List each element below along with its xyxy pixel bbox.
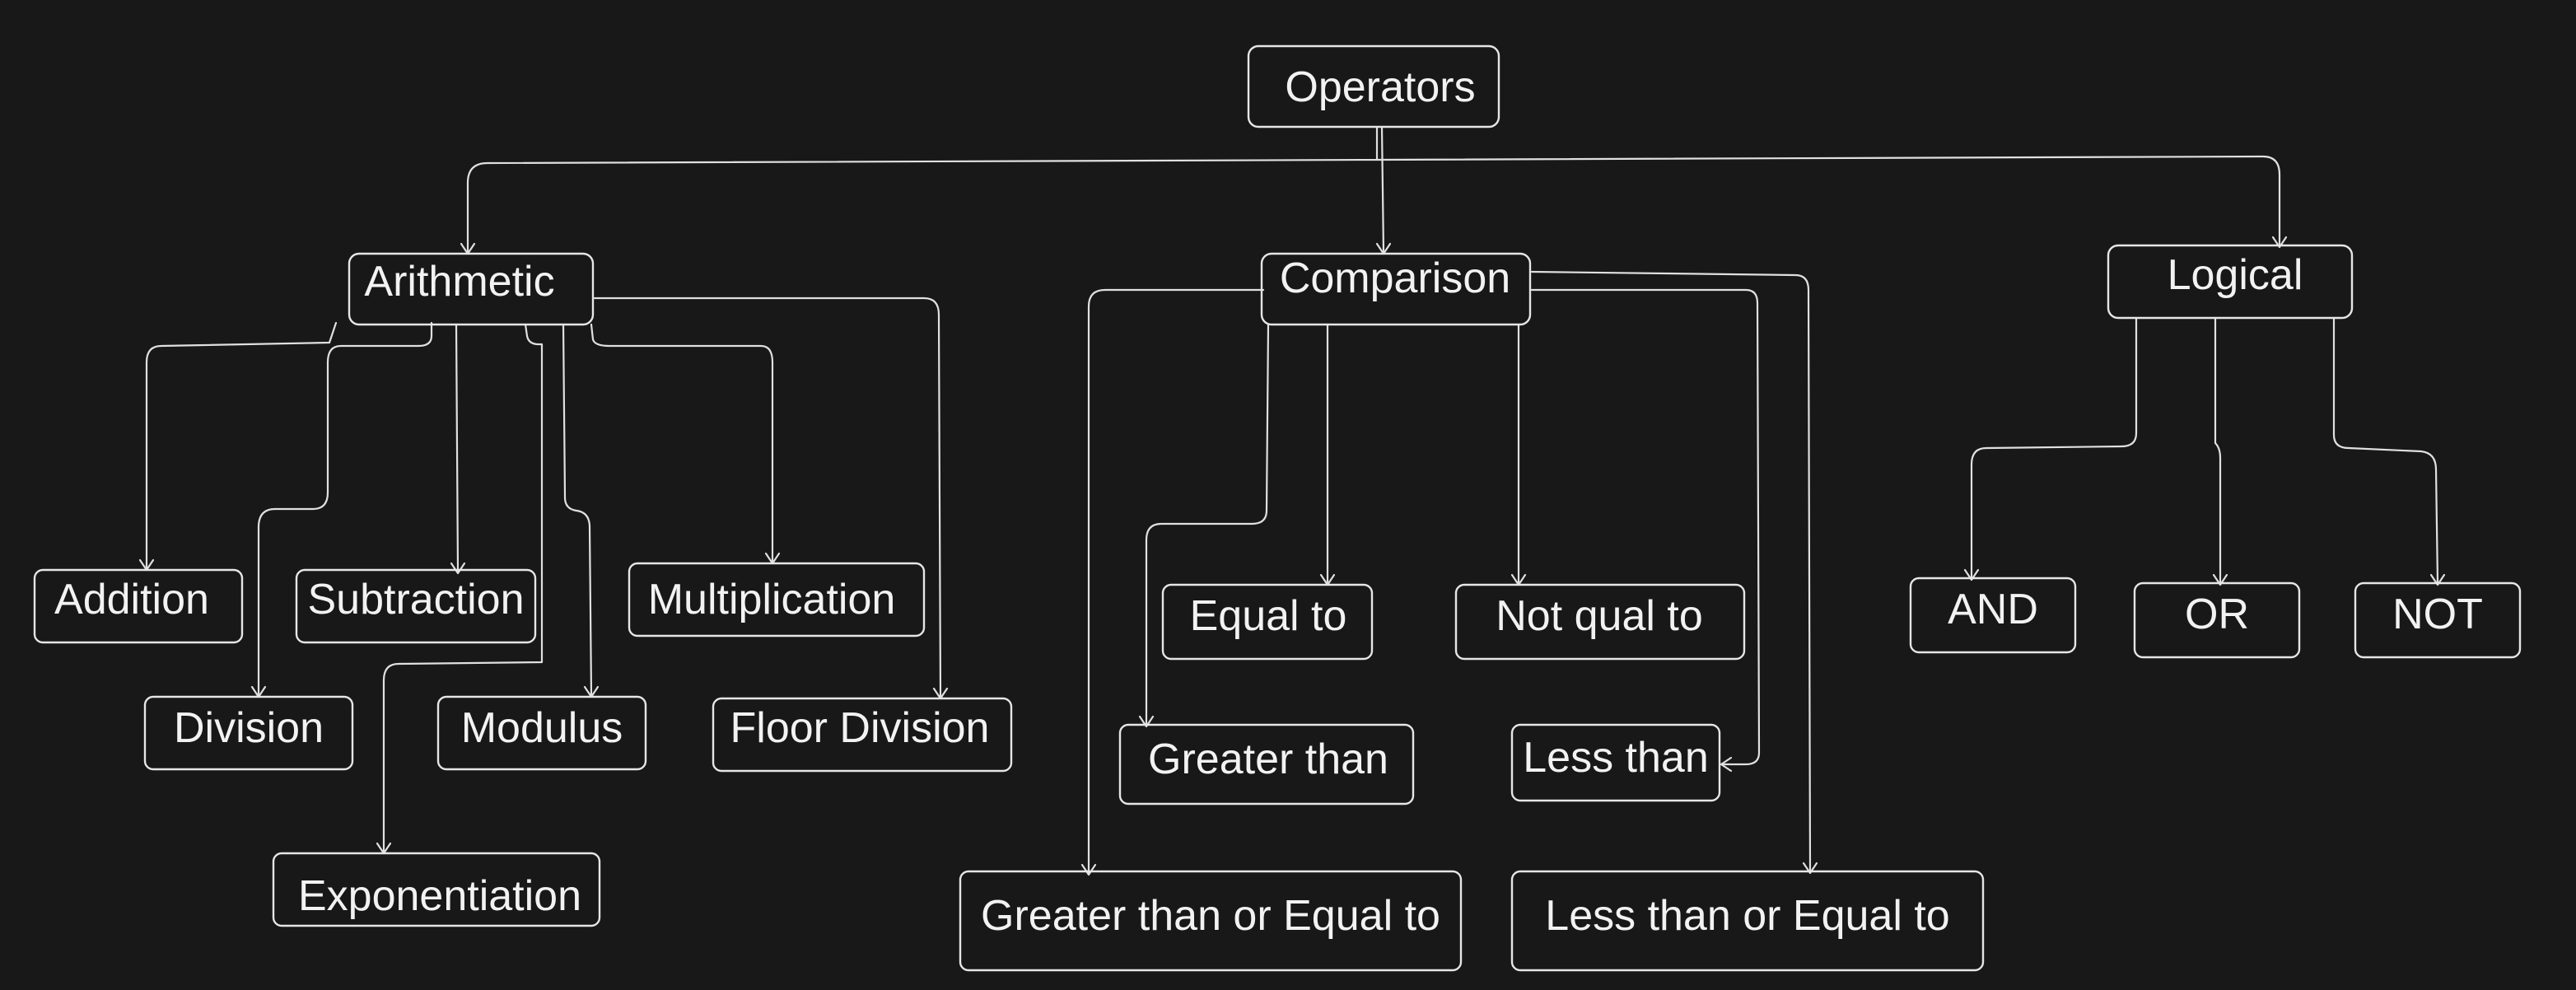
node-arithmetic: Arithmetic: [348, 252, 595, 326]
arrowhead-greater-than: [1138, 715, 1155, 728]
arrowhead-subtraction: [450, 562, 466, 575]
connector-operators-logical: [1375, 155, 2281, 247]
node-addition: Addition: [33, 568, 244, 644]
node-operators-label: Operators: [1285, 63, 1475, 111]
connector-arithmetic-subtraction: [455, 323, 460, 573]
connector-arithmetic-exponentiation: [382, 323, 544, 853]
node-modulus-label: Modulus: [461, 704, 623, 752]
node-layer: Operators Arithmetic Comparison Logical …: [33, 44, 2522, 972]
node-not: NOT: [2354, 581, 2522, 659]
arrowhead-and: [1963, 568, 1980, 581]
connector-layer: [138, 125, 2446, 876]
node-less-than-or-equal-to-label: Less than or Equal to: [1545, 892, 1949, 940]
arrowhead-logical: [2271, 236, 2288, 249]
connector-arithmetic-division: [257, 321, 433, 697]
node-operators: Operators: [1247, 44, 1500, 128]
connector-logical-not: [2332, 316, 2439, 585]
node-equal-to: Equal to: [1161, 583, 1374, 661]
connector-arithmetic-addition: [145, 321, 338, 570]
node-not-equal-to: Not qual to: [1454, 583, 1746, 661]
node-arithmetic-label: Arithmetic: [364, 258, 554, 306]
arrowhead-greater-equal: [1080, 863, 1097, 876]
connector-comparison-less-than: [1530, 288, 1761, 766]
node-greater-than: Greater than: [1118, 723, 1415, 806]
node-less-than: Less than: [1510, 723, 1721, 802]
node-addition-label: Addition: [54, 576, 209, 623]
connector-operators-comparison: [1380, 125, 1385, 254]
node-division: Division: [143, 695, 354, 771]
node-less-than-label: Less than: [1523, 734, 1709, 782]
node-floor-division: Floor Division: [712, 697, 1013, 773]
connector-arithmetic-modulus: [562, 323, 593, 697]
connector-logical-and: [1970, 316, 2138, 580]
node-less-than-or-equal-to: Less than or Equal to: [1510, 870, 1985, 972]
node-exponentiation-label: Exponentiation: [298, 872, 581, 920]
connector-arithmetic-floor-division: [593, 297, 942, 698]
node-subtraction-label: Subtraction: [307, 576, 524, 623]
node-modulus: Modulus: [436, 695, 647, 771]
connector-comparison-less-equal: [1530, 270, 1812, 873]
node-logical-label: Logical: [2168, 251, 2303, 299]
node-or-label: OR: [2185, 591, 2249, 638]
node-division-label: Division: [174, 704, 324, 752]
node-floor-division-label: Floor Division: [730, 704, 990, 752]
connector-operators-arithmetic: [466, 125, 1379, 254]
node-comparison-label: Comparison: [1280, 255, 1510, 302]
node-logical: Logical: [2107, 244, 2354, 320]
node-equal-to-label: Equal to: [1190, 592, 1347, 640]
node-and: AND: [1909, 577, 2077, 654]
node-subtraction: Subtraction: [295, 568, 537, 644]
node-not-equal-to-label: Not qual to: [1496, 592, 1703, 640]
node-and-label: AND: [1948, 586, 2038, 633]
node-greater-than-label: Greater than: [1148, 735, 1388, 783]
node-multiplication: Multiplication: [628, 562, 926, 637]
node-comparison: Comparison: [1260, 252, 1532, 326]
node-or: OR: [2133, 581, 2301, 659]
arrowhead-less-equal: [1802, 862, 1818, 875]
arrowhead-or: [2212, 573, 2228, 586]
arrowhead-not: [2429, 573, 2446, 586]
connector-comparison-greater-than: [1145, 323, 1270, 726]
connector-comparison-greater-equal: [1087, 288, 1265, 875]
connector-arithmetic-multiplication: [590, 323, 774, 563]
arrowhead-less-than: [1720, 756, 1733, 773]
node-exponentiation: Exponentiation: [272, 852, 601, 927]
node-greater-than-or-equal-to-label: Greater than or Equal to: [981, 892, 1440, 940]
node-not-label: NOT: [2392, 591, 2483, 638]
connector-logical-or: [2214, 316, 2222, 585]
node-multiplication-label: Multiplication: [648, 576, 896, 623]
node-greater-than-or-equal-to: Greater than or Equal to: [959, 870, 1463, 972]
